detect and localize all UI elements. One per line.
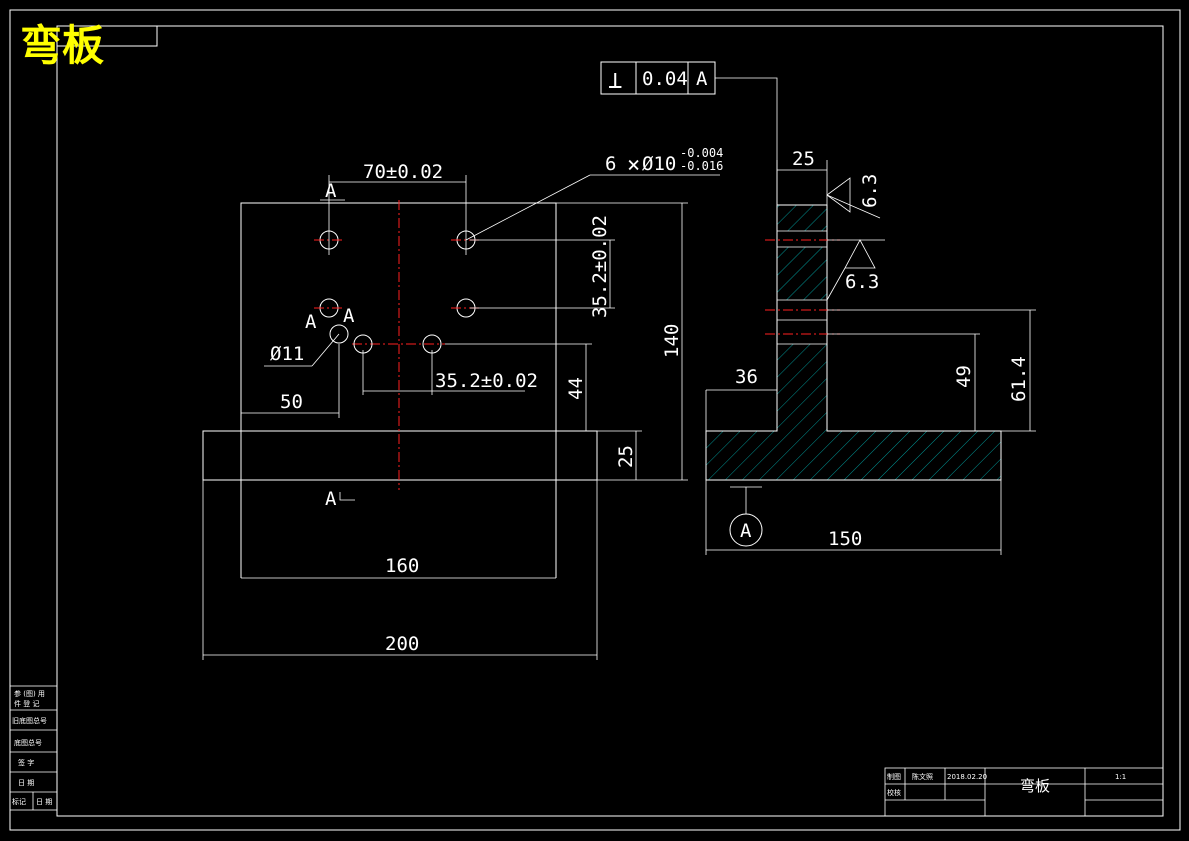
tb-label-draw: 制图 bbox=[887, 772, 901, 781]
dim-70: 70±0.02 bbox=[363, 161, 443, 183]
dim-140: 140 bbox=[661, 324, 683, 358]
section-a-top: A bbox=[325, 180, 337, 202]
roughness-2: 6.3 bbox=[845, 271, 879, 293]
side-row-7a: 标记 bbox=[12, 797, 26, 806]
dim-35-horizontal: 35.2±0.02 bbox=[435, 370, 538, 392]
dim-150: 150 bbox=[828, 528, 862, 550]
title-stamp-box bbox=[56, 25, 158, 47]
dim-44: 44 bbox=[565, 377, 587, 400]
side-view: ⊥ 0.04 A 25 6.3 6.3 36 49 61.4 bbox=[600, 61, 1036, 555]
title-stamp: 弯板 bbox=[20, 21, 104, 70]
holes-times-sign: × bbox=[627, 153, 640, 178]
tb-label-check: 校核 bbox=[887, 788, 901, 797]
datum-circle-label: A bbox=[740, 520, 752, 542]
dim-11: Ø11 bbox=[270, 343, 304, 365]
dim-160: 160 bbox=[385, 555, 419, 577]
inner-border bbox=[56, 25, 1164, 817]
side-row-2: 件 登 记 bbox=[14, 699, 39, 708]
section-a-hole: A bbox=[343, 305, 355, 327]
section-a-left: A bbox=[305, 311, 317, 333]
tb-date: 2018.02.20 bbox=[947, 773, 987, 781]
dim-50: 50 bbox=[280, 391, 303, 413]
dim-49: 49 bbox=[953, 365, 975, 388]
roughness-1: 6.3 bbox=[859, 174, 881, 208]
hole-11 bbox=[329, 324, 349, 344]
side-block: 参 (图) 用 件 登 记 旧底图总号 底图总号 签 字 日 期 标记 日 期 bbox=[9, 685, 58, 811]
gdt-frame: ⊥ 0.04 A bbox=[600, 61, 778, 205]
dim-25-left: 25 bbox=[615, 445, 637, 468]
tb-scale: 1:1 bbox=[1115, 773, 1126, 781]
dim-36: 36 bbox=[735, 366, 758, 388]
holes-diameter: Ø10 bbox=[642, 153, 676, 175]
side-row-4: 底图总号 bbox=[14, 738, 42, 747]
front-view: 70±0.02 A 6 × Ø10 -0.004 -0.016 35.2±0.0… bbox=[202, 146, 723, 660]
dim-200: 200 bbox=[385, 633, 419, 655]
side-row-1: 参 (图) 用 bbox=[14, 689, 45, 698]
tb-name-draw: 陈文照 bbox=[912, 772, 933, 781]
dim-61: 61.4 bbox=[1008, 356, 1030, 402]
gdt-symbol: ⊥ bbox=[608, 66, 622, 94]
hole bbox=[314, 298, 344, 318]
title-block: 制图 陈文照 2018.02.20 校核 弯板 1:1 bbox=[884, 767, 1164, 817]
dim-25-top: 25 bbox=[792, 148, 815, 170]
holes-count: 6 bbox=[605, 153, 616, 175]
side-row-5: 签 字 bbox=[18, 758, 34, 767]
tb-part-name: 弯板 bbox=[1020, 777, 1050, 795]
holes-tol-upper: -0.004 bbox=[680, 146, 723, 160]
holes-tol-lower: -0.016 bbox=[680, 159, 723, 173]
outer-border bbox=[9, 9, 1181, 831]
gdt-tolerance: 0.04 bbox=[642, 68, 688, 90]
side-row-6: 日 期 bbox=[18, 779, 34, 787]
side-row-7b: 日 期 bbox=[36, 798, 52, 806]
section-a-bottom: A bbox=[325, 488, 337, 510]
dim-35-vertical: 35.2±0.02 bbox=[589, 215, 611, 318]
side-row-3: 旧底图总号 bbox=[12, 716, 47, 725]
gdt-datum: A bbox=[696, 68, 708, 90]
